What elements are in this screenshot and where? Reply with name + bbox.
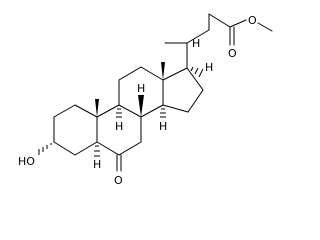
ketone-oxygen-label: O <box>114 174 123 187</box>
h17-hashed-bond <box>190 66 204 78</box>
h5-hashed-bond <box>94 145 100 157</box>
h14-hashed-bond <box>160 108 166 118</box>
side-chain <box>164 13 273 69</box>
ring-d <box>162 67 204 113</box>
ring-b <box>96 104 142 156</box>
h8-label: H <box>137 82 145 95</box>
c18-methyl-wedge <box>161 62 165 80</box>
h8-wedge-bond <box>138 95 144 117</box>
h14-label: H <box>159 120 167 133</box>
hydroxyl-hashed-bond <box>38 143 52 155</box>
ring-c <box>118 66 164 118</box>
ester-ether-oxygen-label: O <box>248 14 257 27</box>
h9-hashed-bond <box>116 108 122 118</box>
ring-a <box>53 104 98 156</box>
h9-label: H <box>115 120 123 133</box>
c19-methyl-wedge <box>95 99 99 117</box>
h5-label: H <box>93 158 101 171</box>
hydroxyl-label: HO <box>18 155 35 168</box>
chemical-structure: HO O O O H H H H H H <box>18 13 273 187</box>
h20-label: H <box>192 37 200 50</box>
ketone <box>116 154 122 172</box>
ester-carbonyl-oxygen-label: O <box>228 47 237 60</box>
h17-label: H <box>205 61 213 74</box>
angular-methyls <box>95 62 165 117</box>
